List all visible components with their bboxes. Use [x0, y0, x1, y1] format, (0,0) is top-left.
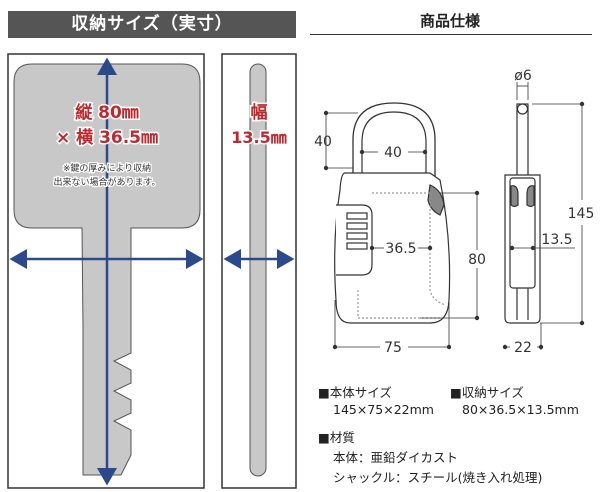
- dim-inner-height: 80: [468, 252, 486, 268]
- storage-size-header: 収納サイズ（実寸）: [8, 11, 296, 38]
- dim-shackle-width: 40: [384, 145, 402, 161]
- material-body: 本体：亜鉛ダイカスト: [333, 450, 459, 465]
- key-slot: [249, 63, 267, 477]
- spec-title: 商品仕様: [419, 12, 480, 30]
- storage-size-value: 80×36.5×13.5mm: [462, 402, 579, 417]
- height-label: 縦 80㎜: [75, 102, 139, 123]
- dim-shackle-diameter: ø6: [514, 68, 532, 84]
- dim-inner-width: 36.5: [385, 241, 416, 257]
- material-heading: ■材質: [318, 430, 355, 445]
- dim-shackle-height: 40: [314, 134, 332, 150]
- spec-title-underline: [310, 34, 592, 35]
- material-shackle: シャックル：スチール(焼き入れ処理): [333, 470, 543, 485]
- dim-total-height: 145: [568, 206, 595, 222]
- dim-body-width: 75: [384, 340, 402, 356]
- lockbox-front-view: [334, 102, 451, 324]
- width-label: × 横 36.5㎜: [56, 127, 158, 148]
- lockbox-side-view: [504, 103, 541, 324]
- dim-inner-depth: 13.5: [541, 232, 572, 248]
- body-size-value: 145×75×22mm: [333, 402, 434, 417]
- front-dimension-lines: [323, 110, 480, 350]
- note-line-1: ※鍵の厚みにより収納: [63, 162, 151, 174]
- storage-size-heading: ■収納サイズ: [450, 385, 524, 400]
- note-line-2: 出来ない場合があります。: [53, 176, 160, 188]
- side-dimension-lines: [502, 82, 585, 350]
- dim-body-depth: 22: [514, 340, 532, 356]
- thickness-value: 13.5㎜: [231, 128, 286, 147]
- thickness-label: 幅: [251, 102, 268, 123]
- body-size-heading: ■本体サイズ: [318, 385, 392, 400]
